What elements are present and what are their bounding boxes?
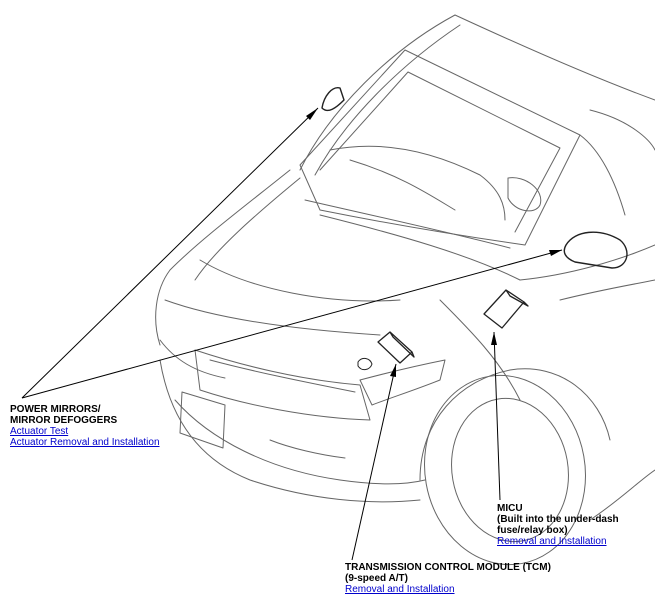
hood-crease [199, 259, 401, 302]
leader-tcm [351, 363, 397, 561]
dash-vent [349, 159, 456, 211]
micu-box [483, 289, 529, 329]
bracket [357, 357, 373, 371]
hood-right-edge [319, 214, 521, 281]
headlight-left [159, 339, 226, 379]
roof-outline [299, 14, 456, 171]
callout-tcm: TRANSMISSION CONTROL MODULE (TCM) (9-spe… [345, 562, 551, 595]
link-actuator-test[interactable]: Actuator Test [10, 426, 69, 437]
body-side [519, 244, 655, 281]
fog-light [269, 439, 346, 459]
arrowhead-micu [491, 332, 497, 345]
link-actuator-removal-installation[interactable]: Actuator Removal and Installation [10, 437, 160, 448]
tcm-box [377, 331, 415, 364]
leader-mirror-left [21, 107, 319, 399]
door-line [559, 279, 655, 301]
front-wheel [424, 374, 586, 566]
arrowhead-mirror-left [306, 108, 318, 120]
fender [439, 299, 521, 401]
link-micu-removal-installation[interactable]: Removal and Installation [497, 536, 607, 547]
hood-front [164, 299, 381, 336]
license-plate [179, 391, 226, 449]
grille [194, 349, 371, 421]
windshield [299, 49, 581, 246]
arrowhead-mirror-right [549, 250, 562, 256]
windshield-inner [319, 71, 561, 233]
steering-wheel [507, 177, 542, 212]
callout-title-tcm: TRANSMISSION CONTROL MODULE (TCM) (9-spe… [345, 562, 551, 584]
mirror-left [321, 87, 345, 112]
a-pillar [579, 134, 626, 216]
wheel-arch [419, 368, 611, 481]
hood-left-inner [194, 177, 301, 281]
bumper [159, 359, 421, 503]
arrowhead-tcm [390, 364, 396, 377]
cowl [304, 199, 511, 249]
link-tcm-removal-installation[interactable]: Removal and Installation [345, 584, 455, 595]
callout-title-micu: MICU (Built into the under-dash fuse/rel… [497, 503, 619, 536]
leader-micu [493, 331, 501, 501]
rocker [589, 469, 655, 521]
side-window [589, 109, 655, 151]
grille-inner [209, 359, 356, 393]
dashboard [329, 145, 506, 221]
leader-mirror-right [21, 249, 563, 399]
roof-inner [314, 24, 461, 176]
headlight-right [359, 359, 446, 406]
front-wheel-inner [451, 397, 569, 543]
callout-title-mirrors: POWER MIRRORS/ MIRROR DEFOGGERS [10, 404, 118, 426]
callout-power-mirrors: POWER MIRRORS/ MIRROR DEFOGGERS Actuator… [10, 404, 160, 448]
mirror-right [563, 231, 628, 269]
roof-rear [454, 14, 655, 101]
hood-left-edge [155, 169, 291, 346]
bumper-lower [174, 399, 426, 485]
callout-micu: MICU (Built into the under-dash fuse/rel… [497, 503, 619, 547]
